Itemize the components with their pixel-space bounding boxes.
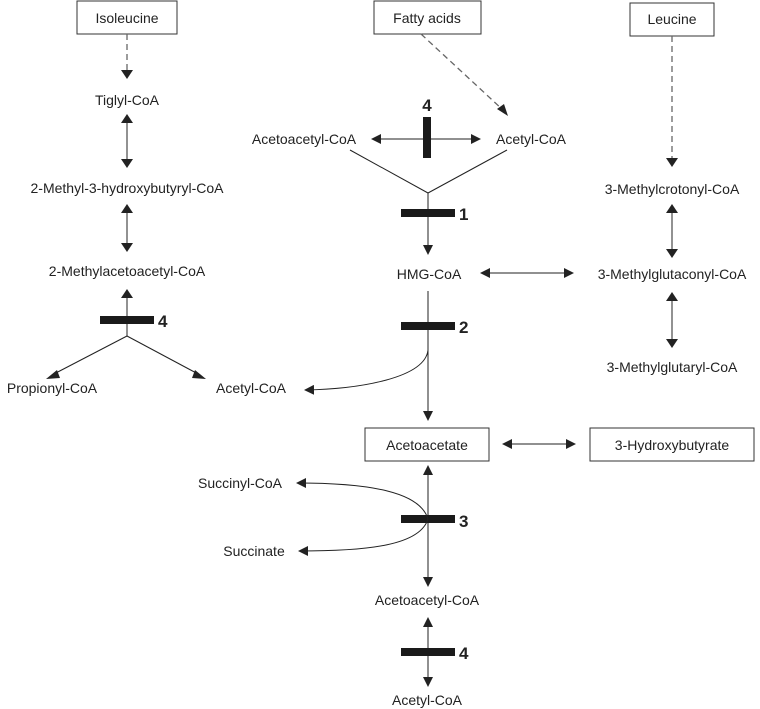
acetyl-coa-bottom-label: Acetyl-CoA	[392, 692, 463, 708]
enzyme-number: 2	[459, 318, 468, 337]
enzyme-number: 1	[459, 205, 468, 224]
propionyl-coa-label: Propionyl-CoA	[7, 380, 98, 396]
tiglyl-coa-label: Tiglyl-CoA	[95, 92, 160, 108]
converge-line	[349, 149, 429, 194]
dashed-arrow-fatty-acids	[420, 33, 504, 111]
methylglutaryl-coa-label: 3-Methylglutaryl-CoA	[607, 359, 738, 375]
methylacetoacetyl-coa-label: 2-Methylacetoacetyl-CoA	[49, 263, 206, 279]
methylglutaconyl-coa-label: 3-Methylglutaconyl-CoA	[598, 266, 747, 282]
enzyme-block-4-top	[423, 117, 431, 158]
leucine-box: Leucine	[629, 2, 715, 37]
leucine-label: Leucine	[647, 11, 696, 27]
arrowhead	[497, 104, 508, 116]
split-line	[126, 335, 201, 376]
enzyme-block-1	[401, 209, 455, 217]
fatty-acids-label: Fatty acids	[393, 10, 461, 26]
enzyme-block-2	[401, 322, 455, 330]
enzyme-block-4	[100, 316, 154, 324]
converge-line	[427, 149, 508, 194]
enzyme-number: 4	[422, 96, 432, 115]
hmg-coa-label: HMG-CoA	[397, 266, 462, 282]
methylhydroxybutyryl-coa-label: 2-Methyl-3-hydroxybutyryl-CoA	[31, 180, 225, 196]
curved-arrow-succinate	[298, 518, 429, 556]
curved-arrow-succinyl	[296, 478, 429, 520]
methylcrotonyl-coa-label: 3-Methylcrotonyl-CoA	[605, 181, 740, 197]
enzyme-block-4-bottom	[401, 648, 455, 656]
arrowhead	[121, 70, 133, 79]
curved-arrow-acetyl	[304, 349, 429, 395]
succinyl-coa-label: Succinyl-CoA	[198, 475, 283, 491]
isoleucine-label: Isoleucine	[95, 10, 158, 26]
enzyme-number: 3	[459, 512, 468, 531]
acetoacetate-box: Acetoacetate	[364, 427, 490, 462]
acetyl-coa-left-label: Acetyl-CoA	[216, 380, 287, 396]
succinate-label: Succinate	[223, 543, 285, 559]
fatty-acids-box: Fatty acids	[373, 0, 482, 35]
enzyme-number: 4	[459, 644, 469, 663]
split-line	[51, 335, 128, 376]
acetoacetate-label: Acetoacetate	[386, 437, 468, 453]
isoleucine-box: Isoleucine	[76, 0, 178, 35]
acetyl-coa-top-label: Acetyl-CoA	[496, 131, 567, 147]
arrowhead	[666, 158, 678, 167]
hydroxybutyrate-box: 3-Hydroxybutyrate	[589, 427, 755, 462]
acetoacetyl-coa-top-label: Acetoacetyl-CoA	[252, 131, 357, 147]
hydroxybutyrate-label: 3-Hydroxybutyrate	[615, 437, 730, 453]
acetoacetyl-coa-bottom-label: Acetoacetyl-CoA	[375, 592, 480, 608]
enzyme-number: 4	[158, 312, 168, 331]
